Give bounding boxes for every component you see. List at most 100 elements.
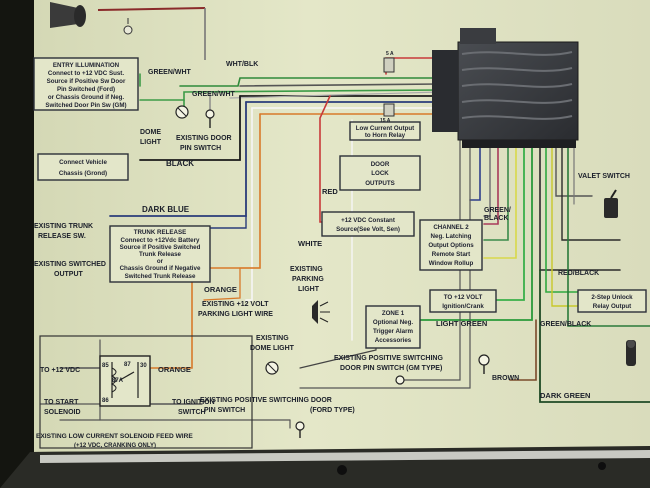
entry-illumination-line: Source if Positive Sw Door [47, 78, 126, 85]
wire-label-dark-blue: DARK BLUE [142, 205, 190, 214]
door-lock-line: DOOR [371, 161, 390, 168]
dome-light-label-1: DOME [140, 129, 161, 136]
wire-label-orange-2: ORANGE [158, 365, 191, 374]
to-ignition-label-1: TO IGNITION [172, 399, 215, 406]
low-current-box: Low Current Output to Horn Relay [349, 121, 421, 141]
dome-light-icon [175, 105, 189, 119]
fuse-15a-label: 15 A [380, 118, 391, 124]
wire-label-green-wht-2: GREEN/WHT [192, 91, 236, 98]
existing-trunk-label-1: EXISTING TRUNK [34, 223, 93, 230]
trunk-release-line: Chassis Ground if Negative [120, 265, 201, 272]
to-12vdc-label: TO +12 VDC [40, 367, 80, 374]
door-pin-switch-icon [205, 109, 215, 128]
wire-label-dark-green: DARK GREEN [540, 391, 590, 400]
wire-label-black: BLACK [166, 159, 194, 168]
door-lock-line: LOCK [371, 170, 389, 177]
constant-source-box: +12 VDC Constant Source(See Volt, Sen) [321, 211, 415, 237]
fuse-5a: 5 A [383, 51, 395, 73]
existing-12v-label-1: EXISTING +12 VOLT [202, 301, 269, 308]
door-pin-label-1: EXISTING DOOR [176, 135, 232, 142]
connect-vehicle-box: Connect Vehicle Chassis (Grond) [37, 153, 129, 181]
ford-pin-switch-icon [295, 421, 305, 438]
relay-pin-30: 30 [140, 363, 147, 369]
bulb-icon [123, 18, 133, 35]
low-current-line: Low Current Output [356, 125, 414, 132]
two-step-box: 2-Step Unlock Relay Output [577, 289, 647, 313]
scanner-lip [40, 450, 650, 463]
gm-switch-label-2: DOOR PIN SWITCH (GM TYPE) [340, 365, 442, 372]
fuse-5a-label: 5 A [386, 51, 394, 57]
wire-label-orange: ORANGE [204, 285, 237, 294]
wire-label-red: RED [322, 187, 338, 196]
siren-icon [50, 2, 86, 28]
led-icon [626, 340, 636, 366]
ford-switch-label-3: (FORD TYPE) [310, 407, 355, 414]
scanner-hole-right [598, 462, 606, 470]
to-ignition-crank-box: TO +12 VOLT Ignition/Crank [429, 289, 497, 313]
parking-light-icon [312, 300, 330, 324]
fuse-15a: 15 A [380, 103, 395, 124]
channel-2-line: Remote Start [432, 251, 471, 258]
channel-2-line: Neg. Latching [431, 233, 472, 240]
entry-illumination-line: ENTRY ILLUMINATION [53, 62, 120, 69]
existing-dome-label-2: DOME LIGHT [250, 345, 295, 352]
entry-illumination-line: Pin Switched (Ford) [57, 86, 115, 93]
to-ignition-label-2: SWITCH [178, 409, 206, 416]
scanner-hole [337, 465, 347, 475]
entry-illumination-line: Connect to +12 VDC Sust. [48, 70, 124, 77]
entry-illumination-line: Switched Door Pin Sw (GM) [45, 102, 126, 109]
solenoid-label-1: EXISTING LOW CURRENT SOLENOID FEED WIRE [36, 433, 193, 440]
trunk-release-line: Switched Trunk Release [125, 273, 196, 280]
wire-label-green-wht: GREEN/WHT [148, 69, 192, 76]
existing-switched-label-2: OUTPUT [54, 271, 84, 278]
ford-switch-label-1: EXISTING POSITIVE SWITCHING DOOR [200, 397, 332, 404]
parking-light-label-2: PARKING [292, 276, 324, 283]
relay-pin-85: 85 [102, 363, 109, 369]
channel-2-line: Output Options [428, 242, 474, 249]
constant-source-line: +12 VDC Constant [341, 217, 395, 224]
trunk-release-line: or [157, 258, 164, 265]
zone-1-line: Trigger Alarm [373, 328, 413, 335]
trunk-release-line: Source if Positive Switched [120, 244, 201, 251]
channel-2-line: CHANNEL 2 [433, 224, 469, 231]
zone-1-line: ZONE 1 [382, 310, 405, 317]
channel-2-line: Window Rollup [429, 260, 474, 267]
connect-vehicle-line: Connect Vehicle [59, 159, 107, 166]
two-step-line: 2-Step Unlock [591, 294, 633, 301]
wire-label-wht-blk: WHT/BLK [226, 61, 258, 68]
parking-light-label-1: EXISTING [290, 266, 323, 273]
valet-switch-icon [604, 189, 618, 218]
wire-label-red-black: RED/BLACK [558, 270, 599, 277]
alarm-brain-module [432, 28, 579, 148]
existing-switched-label-1: EXISTING SWITCHED [34, 261, 106, 268]
parking-light-label-3: LIGHT [298, 286, 320, 293]
wire-label-green-black-bot: BLACK [484, 215, 509, 222]
wire-label-green-black-2: GREEN/BLACK [540, 321, 591, 328]
existing-dome-light-icon [265, 361, 279, 375]
dome-light-label-2: LIGHT [140, 139, 162, 146]
starter-relay: 85 86 87 87A 30 [39, 335, 253, 449]
relay-pin-87: 87 [124, 362, 131, 368]
connect-vehicle-line: Chassis (Grond) [59, 170, 107, 177]
wire-label-white: WHITE [298, 239, 322, 248]
solenoid-label-2: (+12 VDC, CRANKING ONLY) [74, 443, 156, 449]
door-lock-box: DOOR LOCK OUTPUTS [339, 155, 421, 191]
zone-1-line: Optional Neg. [373, 319, 413, 326]
trunk-release-line: Trunk Release [139, 251, 182, 258]
gm-pin-switch-icon [395, 375, 405, 385]
door-pin-label-2: PIN SWITCH [180, 145, 221, 152]
relay-pin-87a: 87A [112, 378, 124, 384]
ford-switch-label-2: PIN SWITCH [204, 407, 245, 414]
brown-pin-switch-icon [478, 354, 490, 374]
existing-12v-label-2: PARKING LIGHT WIRE [198, 311, 273, 318]
entry-illumination-box: ENTRY ILLUMINATION Connect to +12 VDC Su… [33, 57, 139, 111]
to-ignition-crank-line: Ignition/Crank [442, 303, 484, 310]
trunk-release-box: TRUNK RELEASE Connect to +12Vdc Battery … [109, 225, 211, 283]
to-ignition-crank-line: TO +12 VOLT [444, 294, 483, 301]
wire-label-light-green: LIGHT GREEN [436, 319, 487, 328]
door-lock-line: OUTPUTS [365, 180, 395, 187]
left-shadow [0, 0, 34, 488]
trunk-release-line: TRUNK RELEASE [134, 229, 187, 236]
channel-2-box: CHANNEL 2 Neg. Latching Output Options R… [419, 219, 483, 271]
